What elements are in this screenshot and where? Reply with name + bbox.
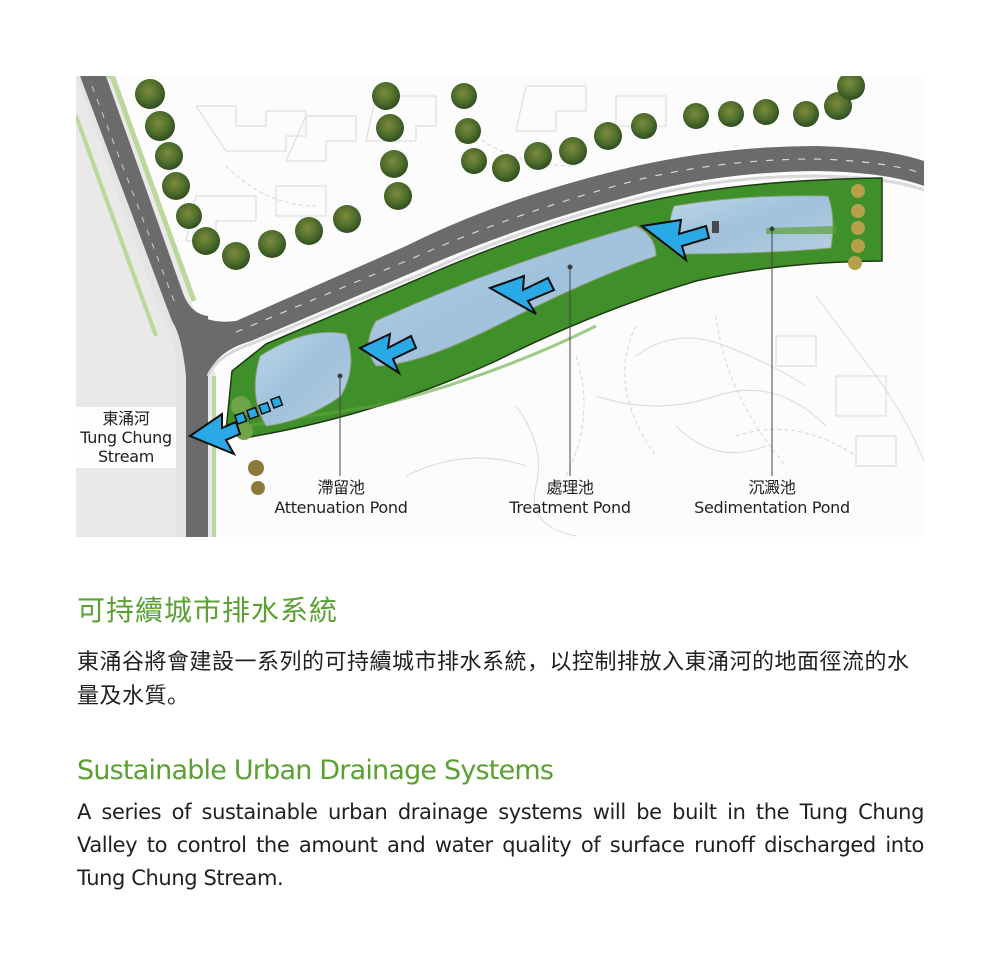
leader-lines: [337, 226, 775, 476]
attenuation-pond-label: 滯留池 Attenuation Pond: [266, 478, 416, 518]
sedimentation-pond-label: 沉澱池 Sedimentation Pond: [686, 478, 858, 518]
attenuation-pond-label-en: Attenuation Pond: [274, 498, 408, 517]
sedimentation-pond-label-zh: 沉澱池: [748, 478, 796, 497]
stream-label-en-line1: Tung Chung: [80, 428, 172, 447]
flow-arrow-icon: [487, 274, 556, 315]
stream-label-zh: 東涌河: [102, 409, 150, 428]
sedimentation-pond-label-en: Sedimentation Pond: [694, 498, 850, 517]
treatment-pond-label-en: Treatment Pond: [509, 498, 631, 517]
heading-zh: 可持續城市排水系統: [77, 594, 339, 627]
treatment-pond-label-zh: 處理池: [546, 478, 594, 497]
paragraph-zh: 東涌谷將會建設一系列的可持續城市排水系統，以控制排放入東涌河的地面徑流的水量及水…: [77, 650, 910, 709]
treatment-pond-label: 處理池 Treatment Pond: [495, 478, 645, 518]
road-vertical: [80, 76, 208, 537]
flow-arrow-icon: [187, 412, 242, 457]
site-plan-illustration: [76, 76, 924, 537]
tung-chung-stream-label: 東涌河 Tung Chung Stream: [76, 407, 176, 468]
attenuation-pond-label-zh: 滯留池: [317, 478, 365, 497]
dashed-outflow-arrow: [233, 395, 284, 426]
drainage-site-plan-map: 滯留池 Attenuation Pond 處理池 Treatment Pond …: [76, 76, 924, 537]
flow-arrow-icon: [639, 218, 711, 263]
flow-arrows: [187, 218, 711, 457]
stream-label-en-line2: Stream: [97, 447, 155, 466]
inlet-grate-icon: [712, 221, 719, 233]
sedimentation-pond: [669, 195, 834, 255]
flow-arrow-icon: [357, 332, 418, 376]
building-outlines: [185, 85, 924, 537]
heading-en: Sustainable Urban Drainage Systems: [77, 755, 554, 786]
trees: [135, 76, 865, 270]
road-curve: [184, 146, 924, 376]
paragraph-en: A series of sustainable urban drainage s…: [77, 800, 924, 890]
